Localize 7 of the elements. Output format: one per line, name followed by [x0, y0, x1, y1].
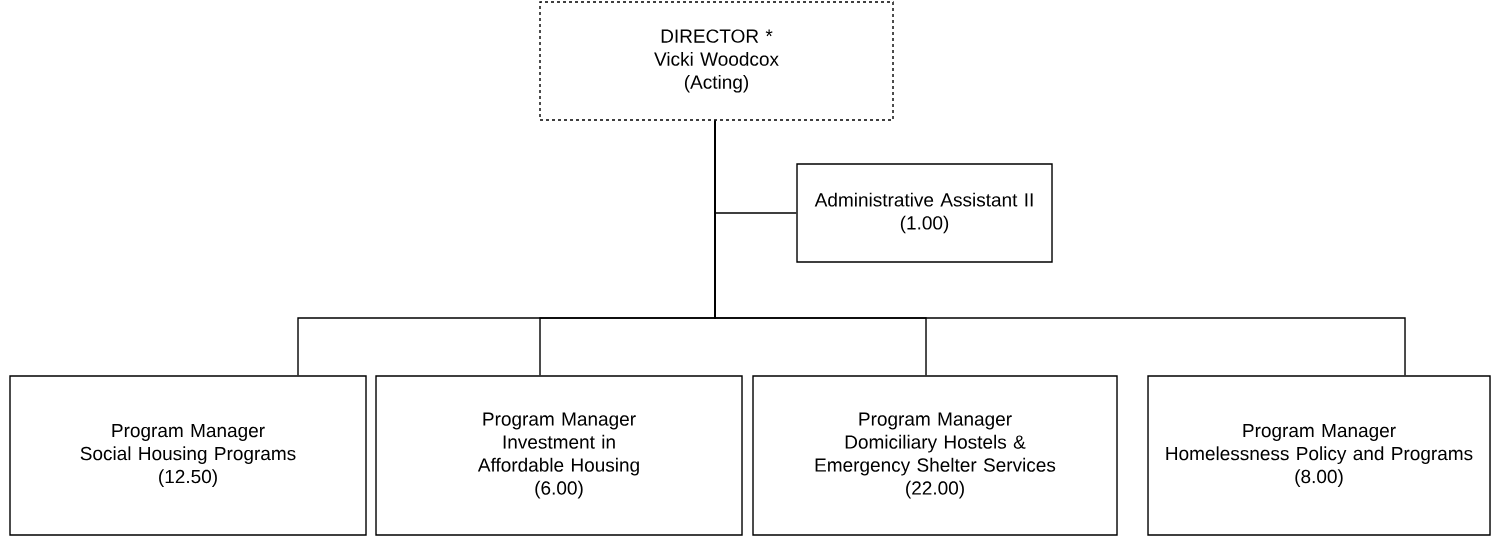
- manager-box: Program Manager Investment in Affordable Housing (6.00): [375, 375, 743, 536]
- connector-line: [714, 120, 1406, 376]
- manager-box: Program Manager Domiciliary Hostels & Emergency Shelter Services (22.00): [752, 375, 1118, 536]
- manager-box: Program Manager Social Housing Programs (12.50): [9, 375, 367, 536]
- manager-box: Program Manager Homelessness Policy and Programs (8.00): [1147, 375, 1491, 536]
- assistant-box: Administrative Assistant II (1.00): [796, 163, 1053, 263]
- director-box: DIRECTOR * Vicki Woodcox (Acting): [539, 1, 894, 121]
